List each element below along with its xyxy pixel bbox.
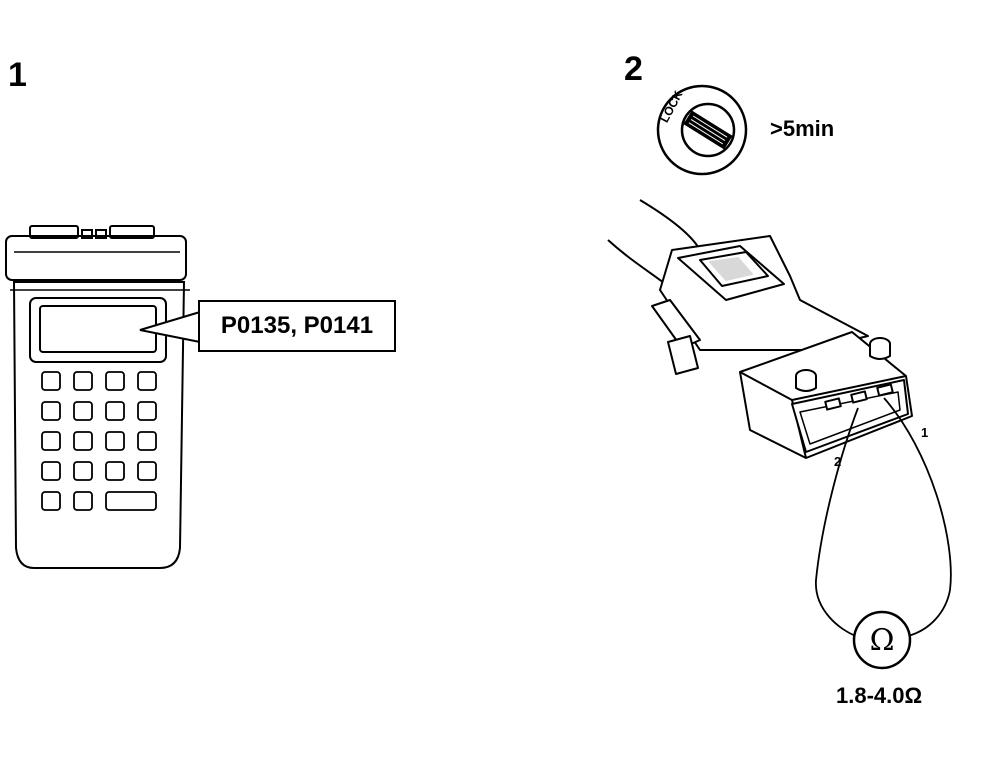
ohmmeter-icon bbox=[852, 610, 912, 670]
connector-icon bbox=[607, 199, 913, 459]
ohm-symbol: Ω bbox=[869, 622, 895, 658]
step-2-number: 2 bbox=[624, 50, 643, 88]
wait-time-label: >5min bbox=[770, 116, 835, 141]
meter-leads bbox=[815, 397, 952, 637]
trouble-code-callout: P0135, P0141 bbox=[198, 300, 396, 352]
step-1-number: 1 bbox=[8, 56, 27, 94]
pin-2-label: 2 bbox=[834, 454, 842, 469]
ignition-key-icon bbox=[656, 84, 748, 176]
resistance-spec-label: 1.8-4.0Ω bbox=[836, 683, 923, 708]
pin-1-label: 1 bbox=[921, 425, 929, 440]
handheld-scan-tool-icon bbox=[5, 225, 190, 569]
